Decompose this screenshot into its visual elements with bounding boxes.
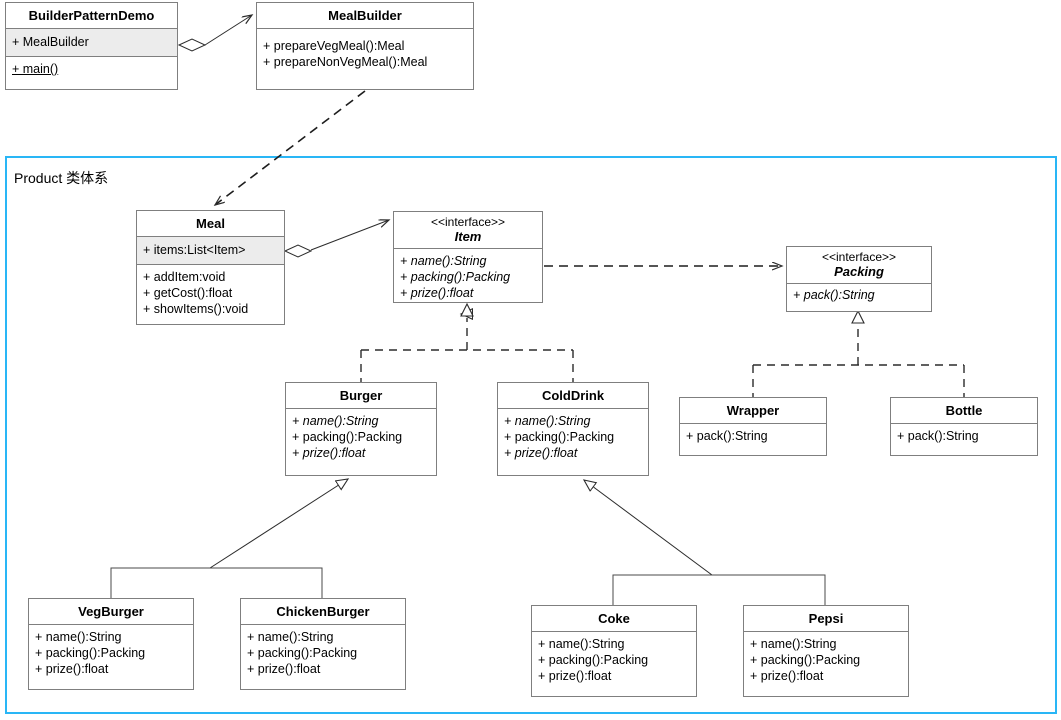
class-title: VegBurger [78, 604, 144, 619]
method-row: + name():String [247, 630, 334, 644]
class-title: Bottle [945, 403, 983, 418]
method-row: + pack():String [686, 429, 768, 443]
class-box-burger[interactable]: Burger + name():String + packing():Packi… [285, 382, 437, 476]
method-row: + packing():Packing [292, 430, 403, 444]
class-methods: + pack():String [787, 283, 931, 306]
method-row: + pack():String [897, 429, 979, 443]
class-box-vegburger[interactable]: VegBurger + name():String + packing():Pa… [28, 598, 194, 690]
interface-name: Packing [834, 264, 884, 279]
class-title: Coke [598, 611, 630, 626]
method-row: + name():String [292, 414, 379, 428]
class-title: MealBuilder [328, 8, 402, 23]
method-row: + prize():float [35, 662, 109, 676]
interface-name: Item [454, 229, 482, 244]
class-methods: + name():String + packing():Packing + pr… [532, 631, 696, 689]
method-row: + packing():Packing [247, 646, 358, 660]
method-row: + packing():Packing [35, 646, 146, 660]
class-box-wrapper[interactable]: Wrapper + pack():String [679, 397, 827, 456]
class-box-chickenburger[interactable]: ChickenBurger + name():String + packing(… [240, 598, 406, 690]
method-row: + packing():Packing [400, 270, 511, 284]
class-methods: + name():String + packing():Packing + pr… [498, 408, 648, 466]
class-methods: + name():String + packing():Packing + pr… [394, 248, 542, 306]
group-label: Product 类体系 [14, 170, 109, 186]
class-methods: + name():String + packing():Packing + pr… [241, 624, 405, 682]
attribute-row: + items:List<Item> [143, 243, 246, 257]
method-row: + prize():float [292, 446, 366, 460]
class-title: <<interface>> Item [394, 212, 542, 248]
class-methods: + addItem:void + getCost():float + showI… [137, 264, 284, 322]
method-row: + prepareNonVegMeal():Meal [263, 55, 428, 69]
method-row: + packing():Packing [504, 430, 615, 444]
method-row: + pack():String [793, 288, 875, 302]
method-row: + packing():Packing [538, 653, 649, 667]
class-title: Wrapper [726, 403, 780, 418]
class-box-mealbuilder[interactable]: MealBuilder + prepareVegMeal():Meal + pr… [256, 2, 474, 90]
method-row: + showItems():void [143, 302, 249, 316]
class-title: BuilderPatternDemo [28, 8, 155, 23]
class-title: ChickenBurger [276, 604, 370, 619]
class-box-meal[interactable]: Meal + items:List<Item> + addItem:void +… [136, 210, 285, 325]
class-box-colddrink[interactable]: ColdDrink + name():String + packing():Pa… [497, 382, 649, 476]
method-row: + main() [12, 62, 59, 76]
class-methods: + name():String + packing():Packing + pr… [286, 408, 436, 466]
class-box-bottle[interactable]: Bottle + pack():String [890, 397, 1038, 456]
class-title: Burger [339, 388, 383, 403]
class-box-packing[interactable]: <<interface>> Packing + pack():String [786, 246, 932, 312]
method-row: + name():String [35, 630, 122, 644]
class-attributes: + MealBuilder [6, 28, 177, 56]
class-box-builderpatterndemo[interactable]: BuilderPatternDemo + MealBuilder + main(… [5, 2, 178, 90]
method-row: + name():String [504, 414, 591, 428]
class-methods: + pack():String [680, 423, 826, 448]
method-row: + name():String [750, 637, 837, 651]
relation-builderpatterndemo-mealbuilder [177, 15, 252, 52]
stereotype-label: <<interface>> [821, 250, 897, 264]
class-attributes: + items:List<Item> [137, 236, 284, 264]
method-row: + prize():float [750, 669, 824, 683]
class-methods: + name():String + packing():Packing + pr… [744, 631, 908, 689]
stereotype-label: <<interface>> [430, 215, 506, 229]
class-box-item[interactable]: <<interface>> Item + name():String + pac… [393, 211, 543, 303]
method-row: + prize():float [400, 286, 474, 300]
class-methods: + pack():String [891, 423, 1037, 448]
method-row: + getCost():float [143, 286, 233, 300]
class-box-pepsi[interactable]: Pepsi + name():String + packing():Packin… [743, 605, 909, 697]
method-row: + prize():float [504, 446, 578, 460]
class-title: ColdDrink [541, 388, 605, 403]
class-title: <<interface>> Packing [787, 247, 931, 283]
method-row: + addItem:void [143, 270, 226, 284]
class-title: Pepsi [808, 611, 844, 626]
method-row: + name():String [400, 254, 487, 268]
class-methods: + name():String + packing():Packing + pr… [29, 624, 193, 682]
method-row: + packing():Packing [750, 653, 861, 667]
class-title: Meal [196, 216, 225, 231]
class-box-coke[interactable]: Coke + name():String + packing():Packing… [531, 605, 697, 697]
attribute-row: + MealBuilder [12, 35, 89, 49]
group-product-hierarchy[interactable] [5, 156, 1057, 714]
method-row: + prepareVegMeal():Meal [263, 39, 405, 53]
method-row: + prize():float [247, 662, 321, 676]
method-row: + name():String [538, 637, 625, 651]
method-row: + prize():float [538, 669, 612, 683]
class-methods: + prepareVegMeal():Meal + prepareNonVegM… [257, 28, 473, 75]
class-methods: + main() [6, 56, 177, 98]
